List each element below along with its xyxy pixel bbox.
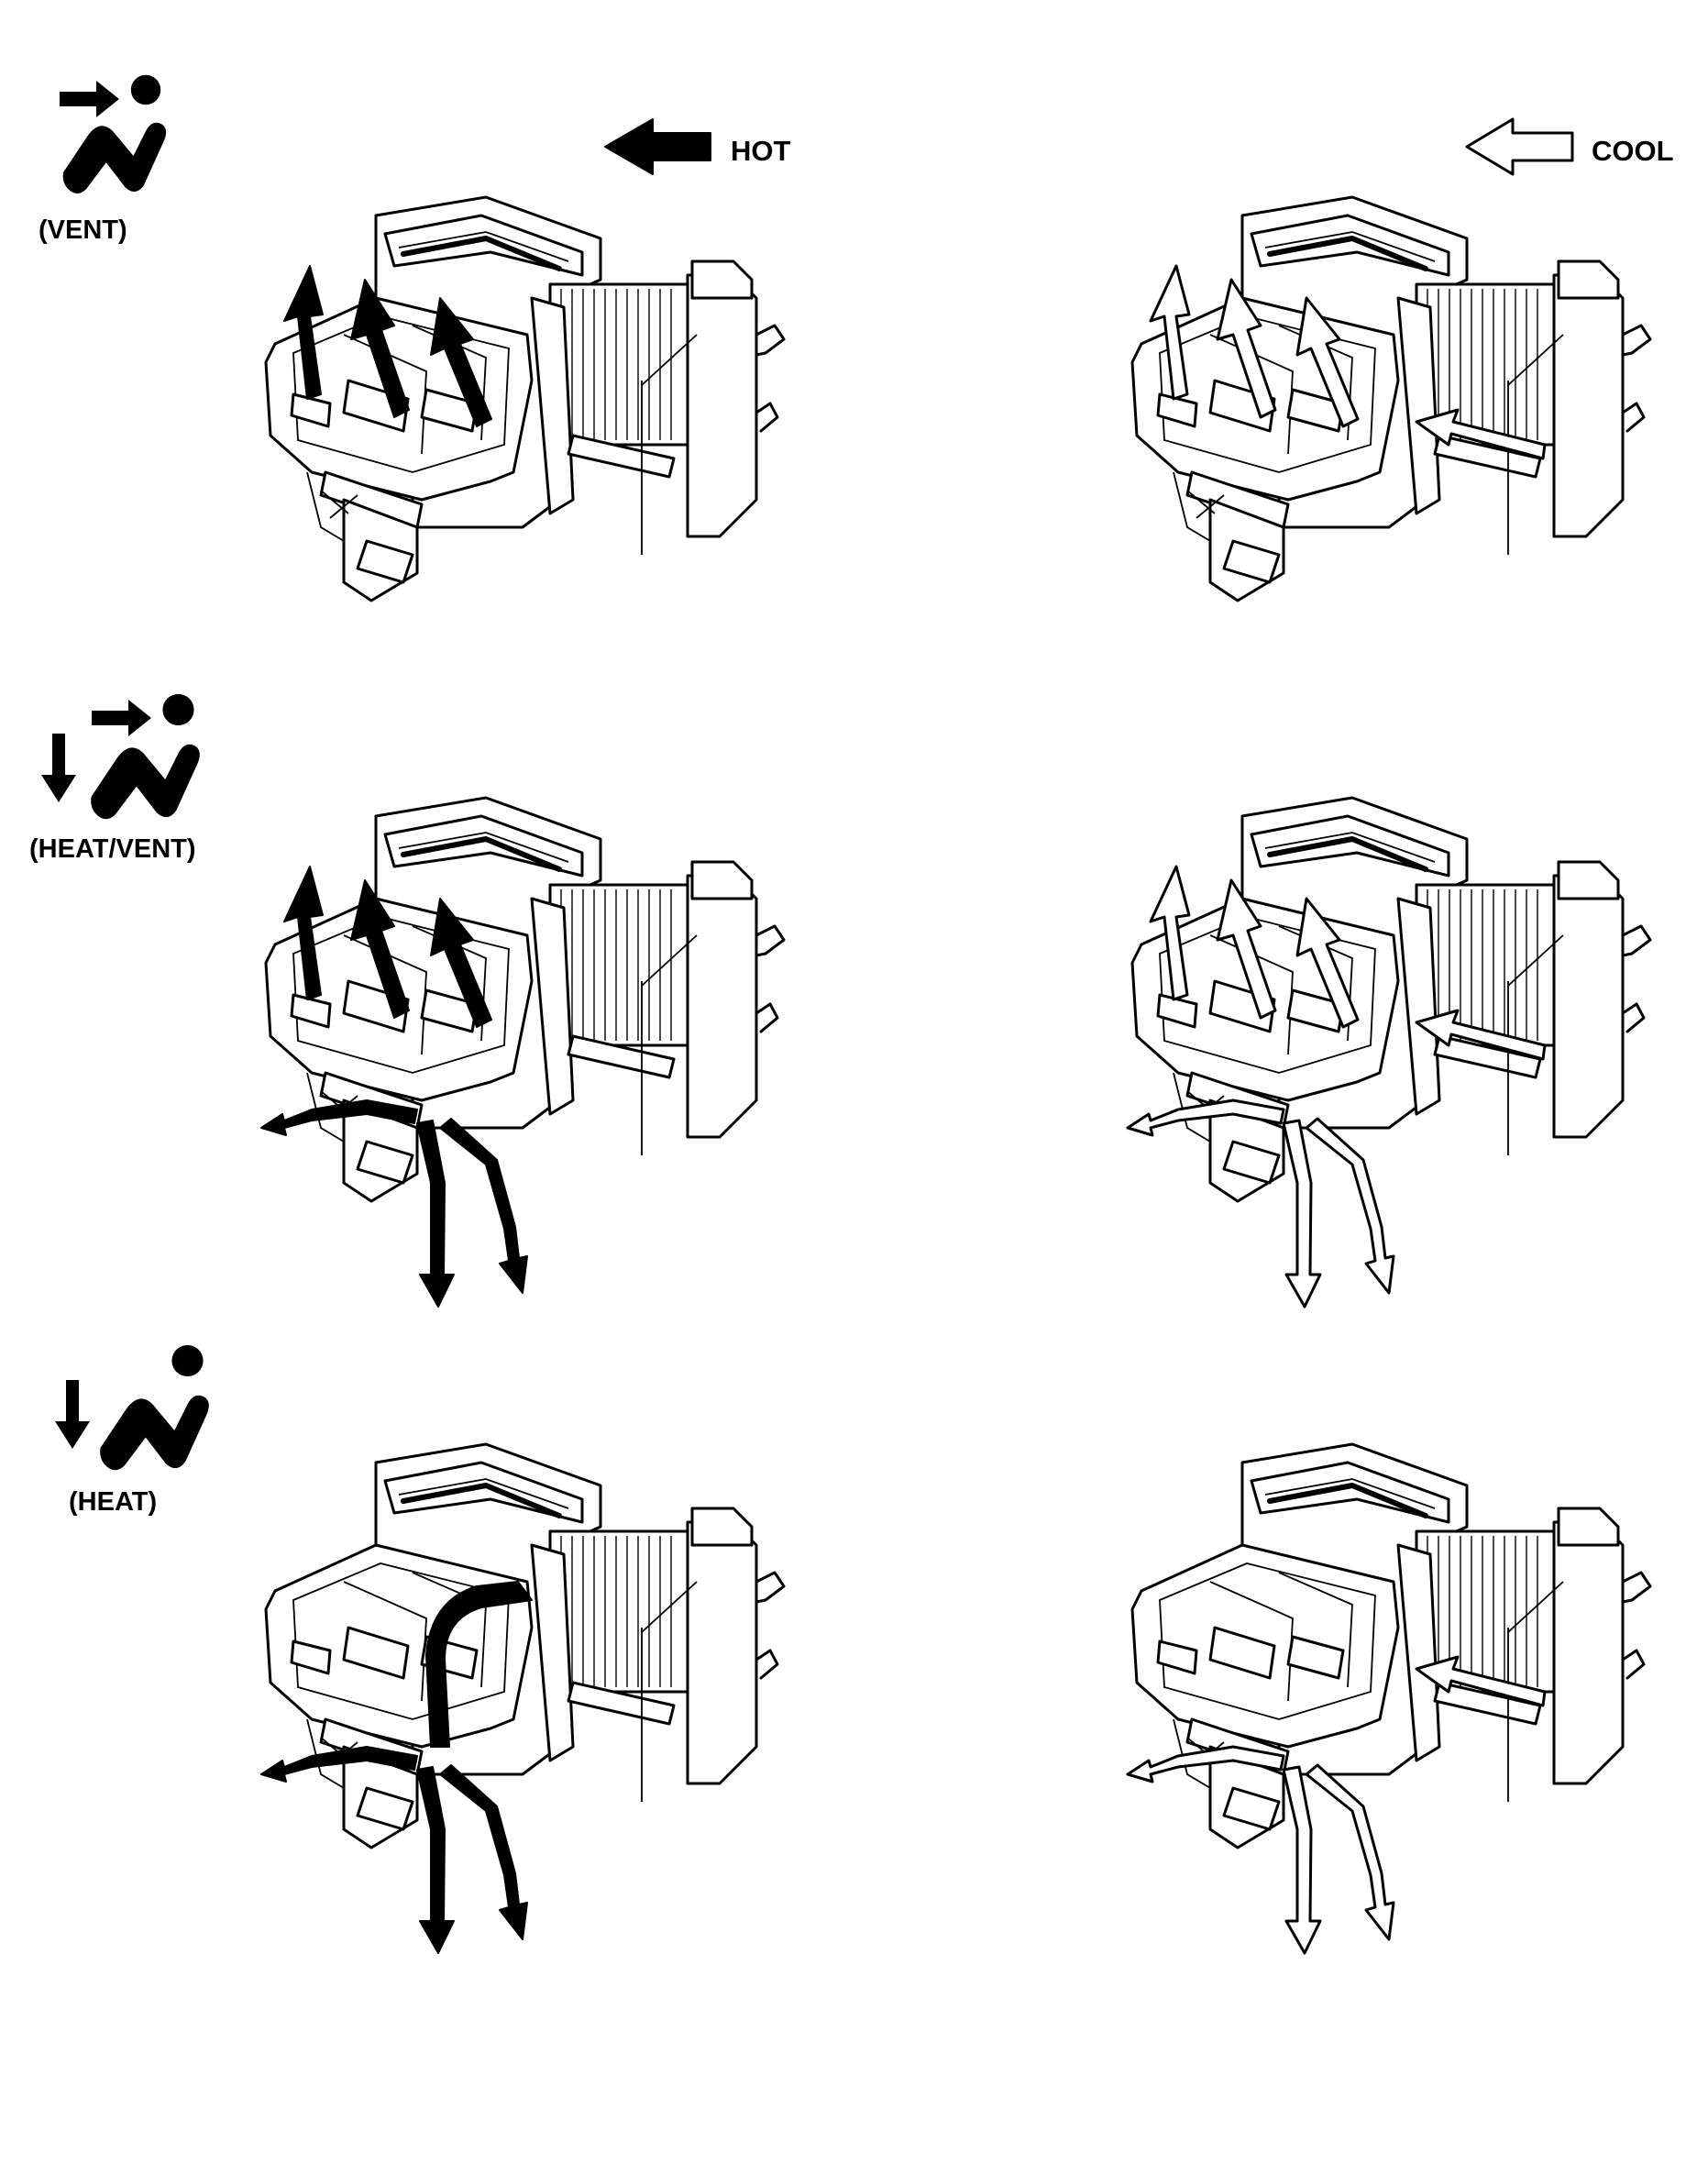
heat-vent-mode-icon	[41, 693, 200, 820]
floor-arrow-icon	[55, 1380, 90, 1449]
hot-recirculation-arrow	[425, 1581, 533, 1748]
floor-arrow-icon	[41, 734, 76, 802]
heat-cool-unit	[1126, 1444, 1650, 1955]
vent-hot-unit	[266, 197, 784, 601]
heat-mode-label: (HEAT)	[69, 1487, 157, 1517]
face-arrow-icon	[92, 700, 151, 736]
face-arrow-icon	[60, 81, 119, 117]
heat-vent-mode-label: (HEAT/VENT)	[29, 834, 196, 864]
cool-label: COOL	[1592, 135, 1674, 167]
heat-vent-cool-unit	[1126, 798, 1650, 1308]
seated-person-icon	[100, 1344, 209, 1471]
vent-mode-icon	[60, 74, 167, 193]
hot-legend: HOT	[604, 118, 791, 175]
vent-cool-unit	[1132, 197, 1650, 601]
cool-inlet-arrow	[1415, 1655, 1547, 1707]
vent-mode-label: (VENT)	[39, 215, 127, 245]
hot-arrow-icon	[604, 118, 711, 175]
heat-mode-icon	[55, 1344, 209, 1471]
cool-arrow-icon	[1465, 117, 1574, 176]
cool-legend: COOL	[1465, 117, 1674, 176]
hot-label: HOT	[731, 135, 791, 167]
heat-hot-unit	[260, 1444, 784, 1954]
heat-vent-hot-unit	[260, 798, 784, 1308]
